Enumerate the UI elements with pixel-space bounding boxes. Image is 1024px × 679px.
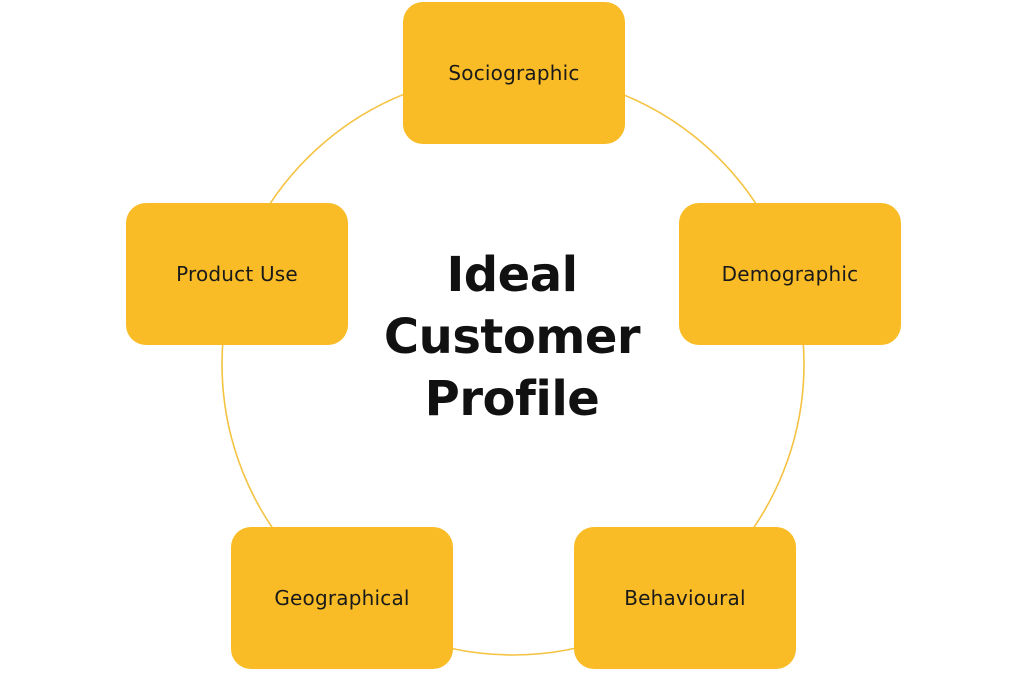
center-title: Ideal Customer Profile: [362, 244, 662, 430]
node-product-use-label: Product Use: [176, 262, 298, 286]
node-demographic-label: Demographic: [721, 262, 859, 286]
node-behavioural: Behavioural: [574, 527, 796, 669]
center-title-line-1: Ideal: [446, 247, 578, 303]
node-product-use: Product Use: [126, 203, 348, 345]
node-geographical: Geographical: [231, 527, 453, 669]
center-title-line-3: Profile: [424, 371, 600, 427]
node-sociographic: Sociographic: [403, 2, 625, 144]
center-title-line-2: Customer: [383, 309, 641, 365]
node-behavioural-label: Behavioural: [624, 586, 746, 610]
node-geographical-label: Geographical: [274, 586, 410, 610]
node-demographic: Demographic: [679, 203, 901, 345]
node-sociographic-label: Sociographic: [448, 61, 580, 85]
